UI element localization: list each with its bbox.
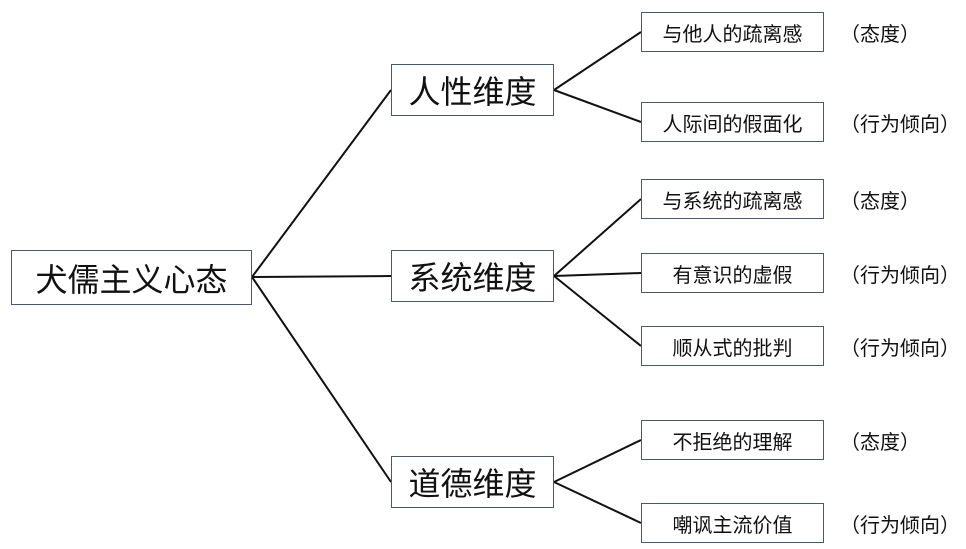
leaf-node: 嘲讽主流价值 bbox=[641, 503, 824, 543]
leaf-tag: （行为倾向） bbox=[840, 513, 960, 537]
leaf-node: 有意识的虚假 bbox=[641, 253, 824, 293]
leaf-node-label: 顺从式的批判 bbox=[672, 335, 793, 360]
connector-system-1 bbox=[553, 198, 642, 277]
leaf-node: 不拒绝的理解 bbox=[641, 420, 824, 460]
leaf-tag: （行为倾向） bbox=[840, 112, 960, 136]
leaf-tag: （行为倾向） bbox=[840, 336, 960, 360]
leaf-tag: （行为倾向） bbox=[840, 263, 960, 287]
leaf-tag: （态度） bbox=[840, 189, 920, 213]
connector-root-human bbox=[251, 89, 392, 278]
dimension-node-moral: 道德维度 bbox=[391, 456, 554, 508]
leaf-node: 人际间的假面化 bbox=[641, 102, 824, 142]
connector-root-moral bbox=[251, 276, 392, 483]
leaf-node-label: 与他人的疏离感 bbox=[662, 21, 803, 46]
leaf-tag: （态度） bbox=[840, 430, 920, 454]
root-node-label: 犬儒主义心态 bbox=[35, 260, 228, 299]
root-node: 犬儒主义心态 bbox=[11, 250, 252, 305]
leaf-node: 与系统的疏离感 bbox=[641, 179, 824, 219]
connector-human-2 bbox=[553, 89, 642, 123]
connector-root-system bbox=[251, 275, 392, 278]
connector-system-3 bbox=[553, 275, 642, 347]
dimension-node-label: 系统维度 bbox=[408, 259, 537, 297]
leaf-node-label: 与系统的疏离感 bbox=[662, 188, 803, 213]
connector-system-2 bbox=[553, 272, 642, 277]
leaf-node-label: 人际间的假面化 bbox=[662, 111, 803, 136]
leaf-node: 顺从式的批判 bbox=[641, 326, 824, 366]
dimension-node-label: 人性维度 bbox=[408, 73, 537, 111]
leaf-node: 与他人的疏离感 bbox=[641, 12, 824, 52]
connector-human-1 bbox=[553, 31, 642, 91]
dimension-node-human: 人性维度 bbox=[391, 64, 554, 116]
leaf-tag: （态度） bbox=[840, 22, 920, 46]
leaf-node-label: 有意识的虚假 bbox=[672, 262, 793, 287]
leaf-node-label: 嘲讽主流价值 bbox=[672, 512, 793, 537]
dimension-node-label: 道德维度 bbox=[408, 465, 537, 503]
leaf-node-label: 不拒绝的理解 bbox=[672, 429, 793, 454]
connector-moral-2 bbox=[553, 481, 642, 524]
connector-moral-1 bbox=[553, 439, 642, 483]
dimension-node-system: 系统维度 bbox=[391, 250, 554, 302]
